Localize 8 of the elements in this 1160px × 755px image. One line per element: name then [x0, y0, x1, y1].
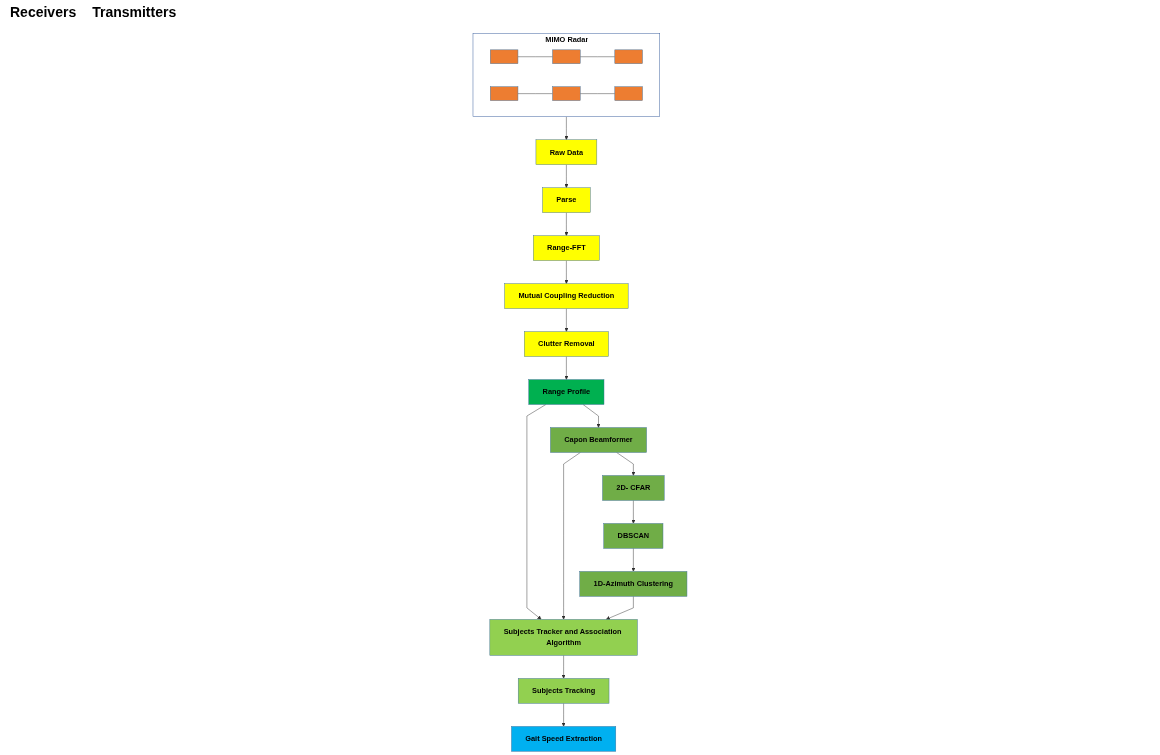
node-box	[552, 49, 581, 64]
node-box	[614, 86, 643, 101]
node-box	[490, 49, 519, 64]
text-label: Transmitters	[92, 4, 177, 22]
text-label: Receivers	[10, 4, 77, 22]
node-box	[552, 86, 581, 101]
node-box	[490, 86, 519, 101]
node-box	[614, 49, 643, 64]
